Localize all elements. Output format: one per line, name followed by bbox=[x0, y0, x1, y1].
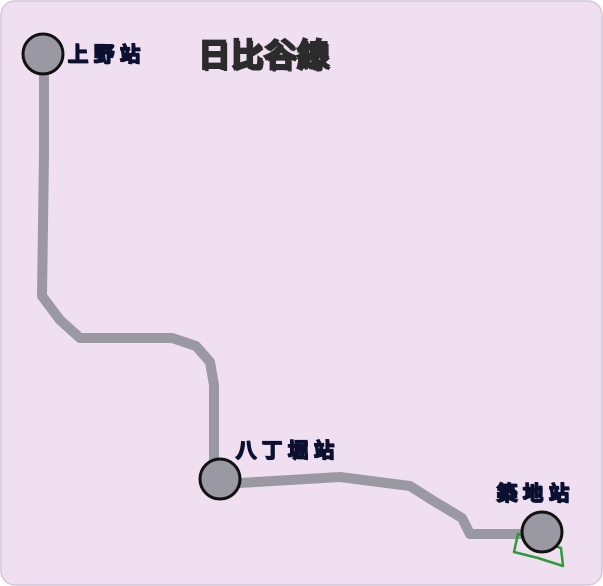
station-marker-tsukiji[interactable] bbox=[520, 510, 564, 554]
station-label-ueno[interactable]: 上野站 bbox=[67, 41, 146, 67]
station-marker-hatchobori[interactable] bbox=[198, 457, 242, 501]
line-title: 日比谷線 bbox=[197, 35, 331, 75]
station-marker-ueno[interactable] bbox=[21, 32, 65, 76]
station-label-hatchobori[interactable]: 八丁堀站 bbox=[235, 437, 340, 463]
station-label-tsukiji[interactable]: 築地站 bbox=[496, 480, 575, 506]
hibiya-line-track bbox=[37, 55, 548, 539]
